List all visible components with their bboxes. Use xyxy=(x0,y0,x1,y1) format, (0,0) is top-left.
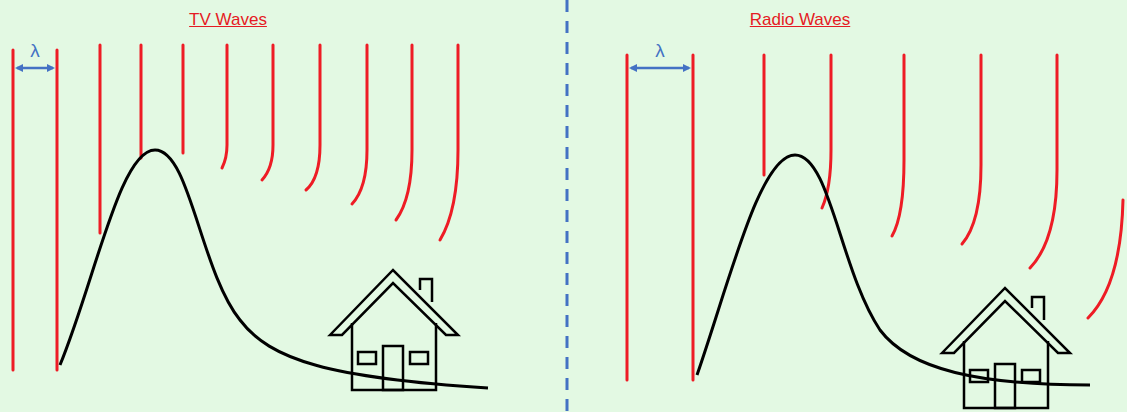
wavelength-arrow xyxy=(631,67,689,70)
hill xyxy=(697,155,1090,385)
house-icon xyxy=(942,288,1070,408)
panel-title: TV Waves xyxy=(189,10,267,30)
wavelength-arrow xyxy=(17,67,53,70)
panel-title: Radio Waves xyxy=(750,10,850,30)
tv-wavefronts xyxy=(13,45,458,370)
panel-divider xyxy=(566,0,569,412)
house-icon xyxy=(330,270,458,390)
wavelength-symbol: λ xyxy=(30,40,40,62)
wavelength-symbol: λ xyxy=(655,40,665,62)
